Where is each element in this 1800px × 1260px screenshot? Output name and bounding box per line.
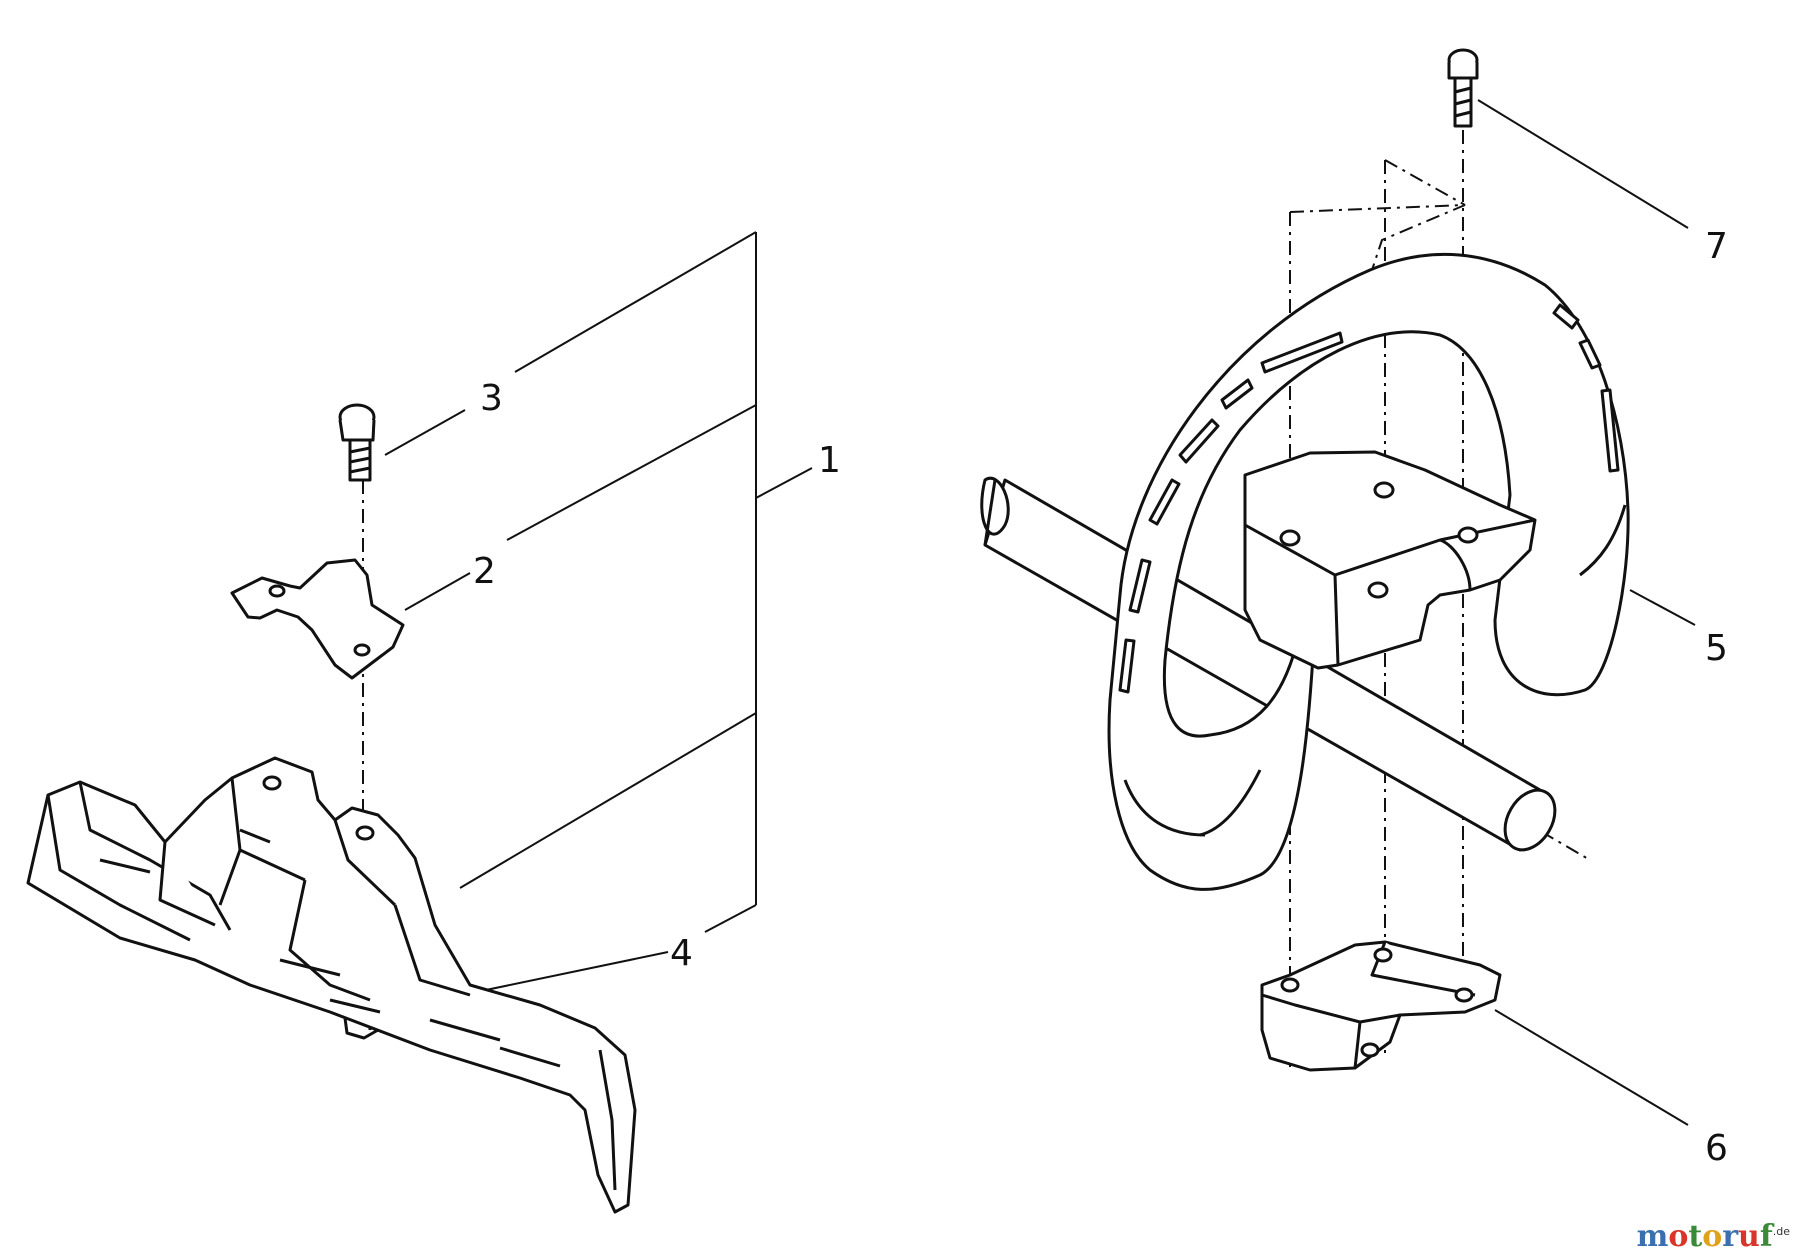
callout-1: 1 xyxy=(818,440,841,481)
logo-letter: o xyxy=(1668,1219,1689,1254)
callout-5: 5 xyxy=(1705,628,1728,669)
leader-2 xyxy=(404,572,471,611)
lower-clamp-part-6 xyxy=(1260,940,1502,1072)
upper-clamp-block xyxy=(1243,450,1537,670)
guard-body-part-1 xyxy=(26,756,637,1214)
callout-6: 6 xyxy=(1705,1128,1728,1169)
logo-letter: o xyxy=(1702,1219,1723,1254)
logo-suffix: .de xyxy=(1772,1225,1790,1238)
logo-letter: t xyxy=(1688,1219,1703,1254)
leader-7 xyxy=(1477,99,1689,229)
bolt-part-7 xyxy=(1447,48,1479,128)
leader-5 xyxy=(1629,589,1696,626)
loop-handle-part-5 xyxy=(1107,252,1630,891)
logo-letter: m xyxy=(1636,1219,1669,1254)
logo-letter: u xyxy=(1738,1219,1760,1254)
logo-letter: f xyxy=(1759,1219,1773,1254)
logo-letter: r xyxy=(1722,1219,1739,1254)
bracket-1 xyxy=(459,231,813,933)
callout-7: 7 xyxy=(1705,226,1728,267)
screw-part-3 xyxy=(338,403,376,482)
leader-6 xyxy=(1494,1009,1689,1126)
callout-4: 4 xyxy=(670,933,693,974)
watermark-logo: motoruf.de xyxy=(1637,1219,1790,1254)
callout-3: 3 xyxy=(480,378,503,419)
clamp-plate-part-2 xyxy=(230,558,405,680)
leader-3 xyxy=(384,409,466,456)
callout-2: 2 xyxy=(473,551,496,592)
